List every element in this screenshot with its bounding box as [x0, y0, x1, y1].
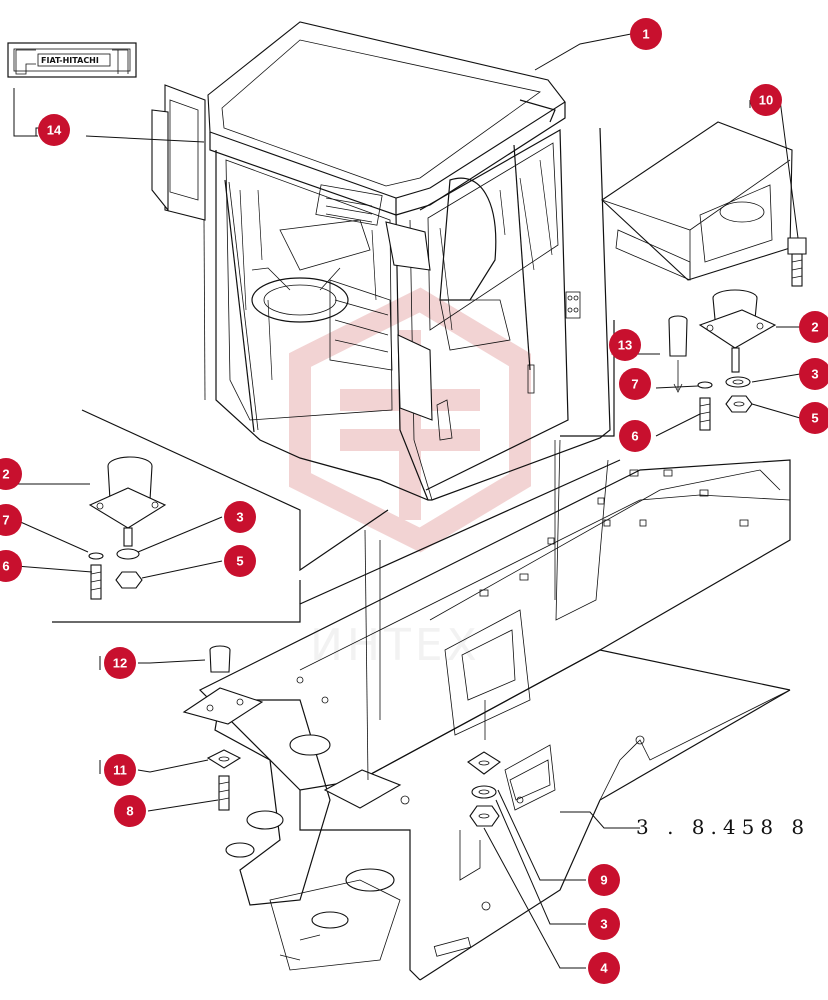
- callout-number: 8: [126, 804, 133, 819]
- callout-number: 6: [631, 429, 638, 444]
- callout-marker: [0, 504, 22, 536]
- callout-number: 13: [618, 338, 632, 353]
- callout-number: 5: [236, 554, 243, 569]
- callout-marker: [588, 908, 620, 940]
- callout-number: 7: [631, 377, 638, 392]
- callout-3[interactable]: 3: [799, 358, 828, 390]
- right-mount: [698, 289, 777, 373]
- watermark-text: ИНТЕХ: [310, 620, 481, 671]
- callout-group: 1 10 14 2 3 5 13 7 6 2 7 3 6 5 12 11 8 9 3 4: [0, 18, 828, 984]
- chassis-frame: [198, 439, 791, 981]
- callout-number: 3: [236, 510, 243, 525]
- callout-marker: [114, 795, 146, 827]
- left-mount: [88, 456, 167, 547]
- logo-text: FIAT-HITACHI: [41, 56, 99, 65]
- left-mount-hardware: [88, 548, 143, 600]
- callout-2[interactable]: 2: [0, 458, 22, 490]
- guide-lines: [364, 440, 556, 781]
- callout-3[interactable]: 3: [588, 908, 620, 940]
- callout-14[interactable]: 14: [38, 114, 70, 146]
- watermark: ИНТЕХ: [289, 287, 531, 671]
- callout-number: 6: [2, 559, 9, 574]
- fiat-hitachi-logo: FIAT-HITACHI: [7, 42, 137, 78]
- callout-number: 5: [811, 411, 818, 426]
- callout-marker: [619, 368, 651, 400]
- callout-marker: [0, 458, 22, 490]
- callout-marker: [104, 754, 136, 786]
- callout-12[interactable]: 12: [104, 647, 136, 679]
- callout-7[interactable]: 7: [0, 504, 22, 536]
- callout-marker: [0, 550, 22, 582]
- callout-marker: [630, 18, 662, 50]
- right-mount-hardware: [697, 376, 753, 431]
- callout-marker: [619, 420, 651, 452]
- callout-1[interactable]: 1: [630, 18, 662, 50]
- bolt-10: [787, 237, 807, 287]
- callout-marker: [38, 114, 70, 146]
- callout-number: 14: [47, 123, 62, 138]
- callout-7[interactable]: 7: [619, 368, 651, 400]
- callout-number: 3: [600, 917, 607, 932]
- callout-number: 11: [113, 763, 127, 778]
- callout-marker: [224, 501, 256, 533]
- operator-cab: [151, 21, 611, 501]
- callout-number: 9: [600, 873, 607, 888]
- center-pads: [323, 751, 501, 827]
- callout-number: 4: [600, 961, 608, 976]
- callout-5[interactable]: 5: [224, 545, 256, 577]
- callout-9[interactable]: 9: [588, 864, 620, 896]
- callout-number: 12: [113, 656, 127, 671]
- callout-5[interactable]: 5: [799, 402, 828, 434]
- cab-rear-bracket: [601, 121, 793, 281]
- callout-marker: [588, 864, 620, 896]
- callout-number: 7: [2, 513, 9, 528]
- callout-4[interactable]: 4: [588, 952, 620, 984]
- callout-11[interactable]: 11: [104, 754, 136, 786]
- spacer-13: [668, 315, 688, 393]
- callout-number: 1: [642, 27, 649, 42]
- callout-marker: [799, 358, 828, 390]
- callout-6[interactable]: 6: [0, 550, 22, 582]
- callout-8[interactable]: 8: [114, 795, 146, 827]
- detail-frame-lines: [52, 320, 621, 623]
- pad-11: [206, 749, 242, 811]
- callout-6[interactable]: 6: [619, 420, 651, 452]
- callout-number: 2: [811, 320, 818, 335]
- callout-number: 10: [759, 93, 773, 108]
- callout-marker: [609, 329, 641, 361]
- callout-number: 3: [811, 367, 818, 382]
- callout-marker: [799, 311, 828, 343]
- pad-12: [182, 645, 264, 725]
- callout-marker: [224, 545, 256, 577]
- callout-number: 2: [2, 467, 9, 482]
- callout-marker: [799, 402, 828, 434]
- callout-marker: [104, 647, 136, 679]
- callout-marker: [588, 952, 620, 984]
- callout-10[interactable]: 10: [750, 84, 782, 116]
- callout-3[interactable]: 3: [224, 501, 256, 533]
- callout-2[interactable]: 2: [799, 311, 828, 343]
- callout-13[interactable]: 13: [609, 329, 641, 361]
- drawing-reference-number: 3 . 8.458 8: [636, 815, 810, 839]
- callout-marker: [750, 84, 782, 116]
